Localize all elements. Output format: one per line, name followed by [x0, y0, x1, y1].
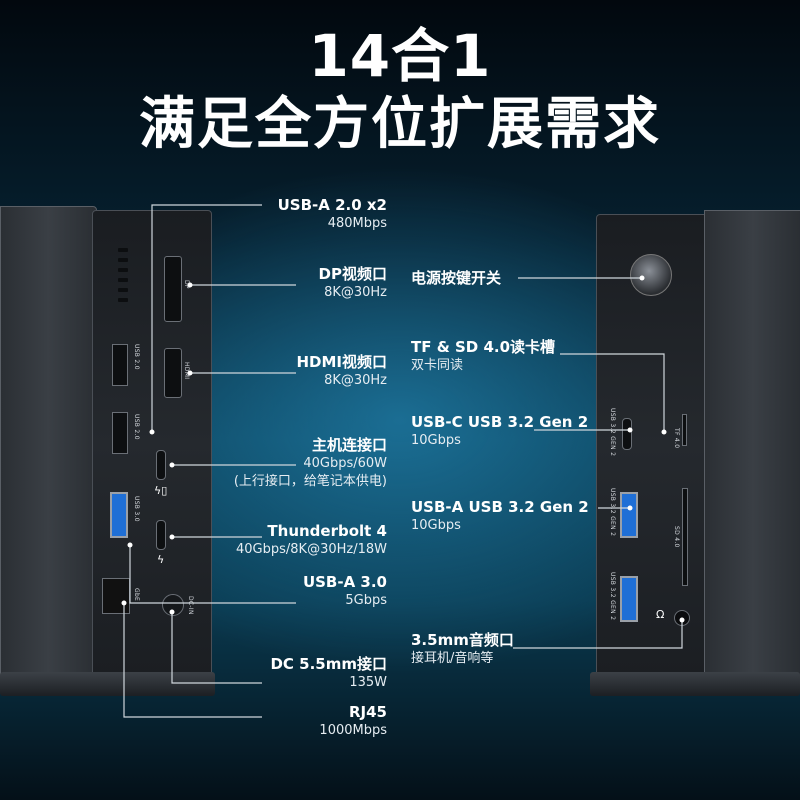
usb20-port-2 — [112, 412, 128, 454]
dc-in-port-label: DC-IN — [187, 596, 194, 615]
callout-audio-title: 3.5mm音频口 — [411, 631, 514, 649]
callout-card-reader-title: TF & SD 4.0读卡槽 — [411, 338, 556, 356]
thunderbolt-icon: ϟ▯ — [154, 484, 168, 497]
host-usbc-port — [156, 450, 166, 480]
callout-dc-in: DC 5.5mm接口 135W — [270, 655, 387, 692]
power-button[interactable] — [630, 254, 672, 296]
callout-card-reader-sub: 双卡同读 — [411, 358, 464, 373]
callout-hdmi: HDMI视频口 8K@30Hz — [296, 353, 387, 390]
vent-slot — [118, 268, 128, 272]
dock-left-stand — [0, 672, 215, 696]
callout-usb-a-20-title: USB-A 2.0 x2 — [277, 196, 387, 214]
callout-power-button-title: 电源按键开关 — [411, 269, 502, 287]
dp-port — [164, 256, 182, 322]
tf-card-slot — [682, 414, 687, 446]
headline: 14合1 满足全方位扩展需求 — [0, 22, 800, 160]
vent-slot — [118, 278, 128, 282]
dp-port-label: DP — [183, 280, 190, 289]
callout-hdmi-title: HDMI视频口 — [296, 353, 387, 371]
usba-gen2-port-1 — [620, 492, 638, 538]
vent-slot — [118, 248, 128, 252]
usba-gen2-port-1-label: USB 3.2 GEN 2 — [609, 488, 616, 537]
callout-dp-sub: 8K@30Hz — [324, 285, 387, 300]
callout-thunderbolt4-title: Thunderbolt 4 — [267, 522, 387, 540]
dock-right-view: USB 3.2 GEN 2 USB 3.2 GEN 2 USB 3.2 GEN … — [590, 196, 800, 696]
callout-usb-a-30-title: USB-A 3.0 — [302, 573, 387, 591]
usb30-port — [110, 492, 128, 538]
dock-left-view: DP HDMI USB 2.0 USB 2.0 ϟ▯ ϟ USB 3.0 GbE… — [0, 196, 215, 696]
callout-audio-sub: 接耳机/音响等 — [411, 651, 494, 666]
callout-usb-a-20: USB-A 2.0 x2 480Mbps — [278, 196, 387, 233]
callout-usb-a-30: USB-A 3.0 5Gbps — [303, 573, 387, 610]
callout-usb-a-30-sub: 5Gbps — [345, 593, 387, 608]
audio-jack — [674, 610, 690, 626]
dock-right-stand — [590, 672, 800, 696]
dc-in-port — [162, 594, 184, 616]
dock-right-side-panel — [704, 210, 800, 678]
dock-left-side-panel — [0, 206, 97, 678]
thunderbolt-icon: ϟ — [157, 553, 165, 566]
tf-slot-label: TF 4.0 — [673, 428, 680, 449]
vent-slot — [118, 258, 128, 262]
callout-rj45: RJ45 1000Mbps — [319, 703, 387, 740]
vent-slot — [118, 298, 128, 302]
callout-host-port: 主机连接口 40Gbps/60W (上行接口，给笔记本供电) — [234, 436, 387, 491]
callout-usba-gen2-title: USB-A USB 3.2 Gen 2 — [411, 498, 589, 516]
usb30-port-label: USB 3.0 — [133, 496, 140, 522]
headline-title: 14合1 — [308, 22, 492, 90]
callout-hdmi-sub: 8K@30Hz — [324, 373, 387, 388]
rj45-port — [102, 578, 130, 614]
callout-dc-in-title: DC 5.5mm接口 — [270, 655, 387, 673]
callout-host-port-title: 主机连接口 — [311, 436, 387, 454]
callout-usba-gen2-sub: 10Gbps — [411, 518, 461, 533]
usba-gen2-port-2-label: USB 3.2 GEN 2 — [609, 572, 616, 621]
callout-dc-in-sub: 135W — [349, 675, 387, 690]
usbc-gen2-port — [622, 418, 632, 450]
hdmi-port-label: HDMI — [183, 362, 190, 380]
callout-thunderbolt4: Thunderbolt 4 40Gbps/8K@30Hz/18W — [236, 522, 387, 559]
callout-rj45-sub: 1000Mbps — [319, 723, 387, 738]
callout-usb-a-20-sub: 480Mbps — [327, 216, 387, 231]
usbc-gen2-label: USB 3.2 GEN 2 — [609, 408, 616, 457]
callout-host-port-note: (上行接口，给笔记本供电) — [233, 474, 387, 489]
rj45-port-label: GbE — [133, 588, 140, 602]
callout-usbc-gen2-sub: 10Gbps — [411, 433, 461, 448]
usba-gen2-port-2 — [620, 576, 638, 622]
callout-dp-title: DP视频口 — [318, 265, 387, 283]
usb20-port-1 — [112, 344, 128, 386]
callout-usba-gen2: USB-A USB 3.2 Gen 2 10Gbps — [411, 498, 589, 535]
vent-slot — [118, 288, 128, 292]
sd-card-slot — [682, 488, 688, 586]
callout-usbc-gen2-title: USB-C USB 3.2 Gen 2 — [411, 413, 589, 431]
callout-host-port-sub: 40Gbps/60W — [303, 456, 387, 471]
thunderbolt4-usbc-port — [156, 520, 166, 550]
sd-slot-label: SD 4.0 — [673, 526, 680, 548]
hdmi-port — [164, 348, 182, 398]
callout-dp: DP视频口 8K@30Hz — [319, 265, 387, 302]
callout-usbc-gen2: USB-C USB 3.2 Gen 2 10Gbps — [411, 413, 588, 450]
callout-thunderbolt4-sub: 40Gbps/8K@30Hz/18W — [236, 542, 387, 557]
headphone-icon: Ω — [656, 608, 665, 621]
callout-card-reader: TF & SD 4.0读卡槽 双卡同读 — [411, 338, 555, 375]
callout-audio: 3.5mm音频口 接耳机/音响等 — [411, 631, 514, 668]
usb20-port-1-label: USB 2.0 — [133, 344, 140, 370]
callout-power-button: 电源按键开关 — [411, 269, 501, 288]
headline-subtitle: 满足全方位扩展需求 — [139, 92, 661, 157]
usb20-port-2-label: USB 2.0 — [133, 414, 140, 440]
callout-rj45-title: RJ45 — [348, 703, 387, 721]
